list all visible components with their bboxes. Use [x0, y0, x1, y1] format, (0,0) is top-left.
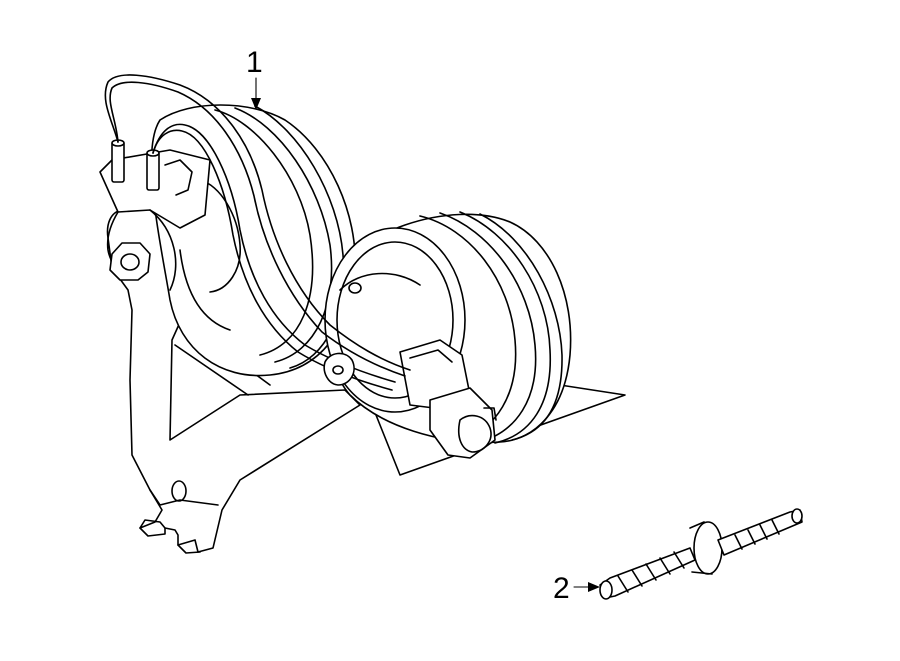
- wire-harness: [104, 74, 411, 391]
- callout-1-label: 1: [246, 46, 263, 79]
- front-horn: [324, 211, 626, 476]
- callout-2-arrowhead: [588, 582, 600, 592]
- bolt: 2: [553, 508, 803, 605]
- callout-1: 1: [246, 46, 263, 110]
- callout-1-arrowhead: [251, 98, 261, 110]
- horn-assembly: 1: [99, 46, 626, 554]
- callout-2: 2: [553, 572, 600, 605]
- callout-2-label: 2: [553, 572, 570, 605]
